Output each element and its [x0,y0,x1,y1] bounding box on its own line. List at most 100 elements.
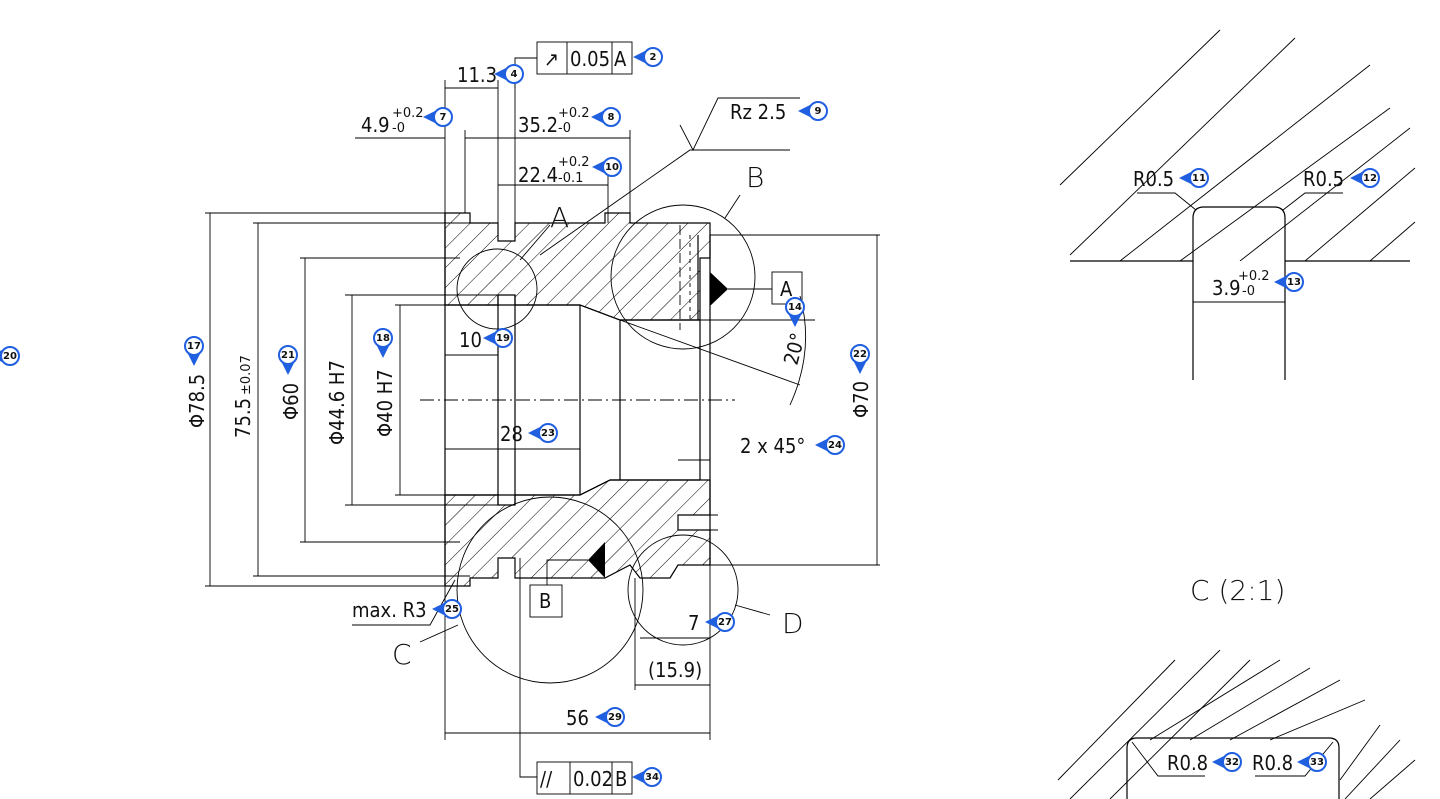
balloon-circle [442,599,462,619]
balloon-17[interactable]: 17 [184,336,204,366]
detail-c-r-left: R0.5 [1133,167,1174,191]
dim-10: 10 [459,328,482,352]
balloon-circle [643,47,663,67]
dim-diam-44-6: Φ44.6 H7 [325,360,349,445]
balloon-number: 27 [718,617,732,628]
balloon-circle [1189,168,1209,188]
balloon-18[interactable]: 18 [373,328,393,358]
dim-22-4-tol-up: +0.2 [558,155,590,170]
balloon-pointer [705,615,719,629]
balloon-22[interactable]: 22 [850,344,870,374]
balloon-34[interactable]: 34 [632,767,662,787]
upper-section-hatch [444,212,711,321]
balloon-4[interactable]: 4 [494,64,524,84]
roughness-rz: Rz 2.5 [730,100,786,124]
balloon-number: 34 [645,772,659,783]
balloon-number: 7 [440,112,447,123]
balloon-circle [1360,168,1380,188]
balloon-number: 17 [187,341,201,352]
balloon-pointer [633,50,647,64]
balloon-number: 23 [541,428,555,439]
balloon-number: 9 [815,106,822,117]
balloon-8[interactable]: 8 [591,107,621,127]
balloon-20[interactable]: 20 [0,346,20,366]
balloon-23[interactable]: 23 [528,423,558,443]
balloon-number: 19 [496,333,510,344]
balloon-circle [538,423,558,443]
balloon-circle [184,336,204,356]
balloon-number: 29 [608,712,622,723]
detail-circle-d [627,534,739,646]
dim-diam-70: Φ70 [849,381,873,418]
balloon-number: 25 [445,604,459,615]
detail-label-c: C [392,638,412,671]
balloon-circle [715,612,735,632]
detail-c-title: C (2:1) [1190,574,1285,607]
detail-c-width-tol-up: +0.2 [1238,269,1270,284]
detail-bottom-text: R0.8 R0.8 [1167,751,1293,775]
balloon-circle [601,107,621,127]
balloon-7[interactable]: 7 [423,107,453,127]
balloon-circle [1222,752,1242,772]
balloon-circle [373,328,393,348]
balloon-pointer [595,710,609,724]
dim-28: 28 [500,422,523,446]
balloon-10[interactable]: 10 [592,157,622,177]
balloon-9[interactable]: 9 [798,101,828,121]
balloon-number: 22 [853,349,867,360]
fcf-runout-value: 0.05 [570,47,610,71]
balloon-pointer [853,360,867,374]
balloon-circle [785,297,805,317]
fcf-parallel-symbol: // [540,767,553,791]
balloon-11[interactable]: 11 [1179,168,1209,188]
detail-label-a: A [550,201,569,234]
dim-15-9: (15.9) [648,658,702,682]
balloon-circle [0,346,20,366]
balloon-19[interactable]: 19 [483,328,513,348]
detail-c-text: R0.5 R0.5 3.9 +0.2 -0 C (2:1) [1133,167,1344,607]
balloon-circle [433,107,453,127]
balloon-number: 14 [788,302,802,313]
datum-b-box [529,584,563,618]
balloon-12[interactable]: 12 [1350,168,1380,188]
balloon-circle [504,64,524,84]
balloon-pointer [281,361,295,375]
balloon-number: 10 [605,162,619,173]
balloon-circle [642,767,662,787]
balloon-number: 18 [376,333,390,344]
balloon-number: 12 [1363,173,1377,184]
balloon-24[interactable]: 24 [815,435,845,455]
balloon-21[interactable]: 21 [278,345,298,375]
dim-35-2-tol-up: +0.2 [558,106,590,121]
max-r3: max. R3 [352,598,427,622]
balloon-14[interactable]: 14 [785,297,805,327]
balloon-2[interactable]: 2 [633,47,663,67]
balloon-27[interactable]: 27 [705,612,735,632]
balloon-pointer [592,160,606,174]
datum-b-label: B [539,589,551,613]
detail-c-width: 3.9 [1212,276,1241,300]
balloon-pointer [494,67,508,81]
balloon-number: 2 [650,52,657,63]
balloon-number: 11 [1192,173,1206,184]
main-view-text: 11.3 4.9 +0.2 -0 35.2 +0.2 -0 22.4 +0.2 … [185,47,873,791]
balloon-33[interactable]: 33 [1297,752,1327,772]
balloon-circle [825,435,845,455]
dim-4-9-tol-lo: -0 [392,121,405,136]
balloon-13[interactable]: 13 [1274,272,1304,292]
fcf-runout-frame [536,41,633,75]
dim-diam-78-5: Φ78.5 [185,374,209,428]
detail-circle-c [456,496,644,684]
dim-11-3: 11.3 [457,63,497,87]
detail-label-d: D [782,607,804,640]
detail-label-b: B [746,161,764,194]
balloon-circle [808,101,828,121]
balloon-25[interactable]: 25 [432,599,462,619]
detail-bottom-r-right: R0.8 [1252,751,1293,775]
balloon-29[interactable]: 29 [595,707,625,727]
datum-a-label: A [780,277,793,301]
dim-75-5-tol: ±0.07 [239,355,254,395]
balloon-circle [602,157,622,177]
balloon-32[interactable]: 32 [1212,752,1242,772]
